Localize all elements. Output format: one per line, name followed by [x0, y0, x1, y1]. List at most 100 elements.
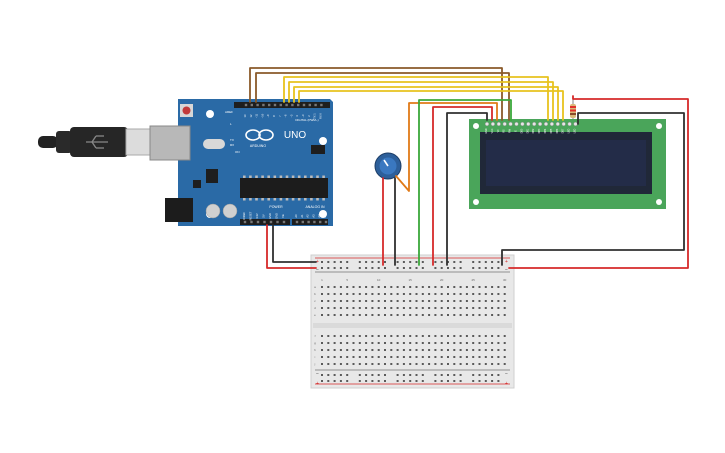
breadboard-hole[interactable]	[409, 314, 412, 316]
breadboard-hole[interactable]	[402, 261, 405, 263]
breadboard-hole[interactable]	[440, 307, 443, 309]
breadboard-hole[interactable]	[453, 380, 456, 382]
header-pin[interactable]	[301, 220, 304, 224]
breadboard-hole[interactable]	[453, 307, 456, 309]
breadboard-hole[interactable]	[346, 307, 349, 309]
breadboard-hole[interactable]	[346, 374, 349, 376]
breadboard-hole[interactable]	[371, 293, 374, 295]
header-pin[interactable]	[243, 220, 247, 224]
breadboard-hole[interactable]	[396, 307, 399, 309]
breadboard-hole[interactable]	[321, 300, 323, 302]
breadboard-hole[interactable]	[339, 349, 342, 351]
breadboard-hole[interactable]	[478, 261, 481, 263]
header-pin[interactable]	[295, 220, 299, 224]
breadboard-hole[interactable]	[402, 293, 405, 295]
breadboard-hole[interactable]	[415, 335, 418, 337]
breadboard-hole[interactable]	[327, 380, 330, 382]
breadboard-hole[interactable]	[478, 342, 481, 344]
breadboard-hole[interactable]	[465, 349, 468, 351]
wire-black[interactable]	[272, 224, 317, 263]
breadboard-hole[interactable]	[346, 363, 349, 365]
breadboard-hole[interactable]	[396, 342, 399, 344]
breadboard-hole[interactable]	[491, 300, 494, 302]
header-pin[interactable]	[256, 103, 259, 107]
breadboard-hole[interactable]	[339, 261, 342, 263]
breadboard-hole[interactable]	[497, 363, 500, 365]
breadboard-hole[interactable]	[434, 363, 437, 365]
breadboard-hole[interactable]	[365, 342, 368, 344]
breadboard-hole[interactable]	[346, 286, 349, 288]
breadboard-hole[interactable]	[428, 307, 431, 309]
breadboard-hole[interactable]	[459, 342, 462, 344]
breadboard-hole[interactable]	[459, 356, 462, 358]
breadboard-hole[interactable]	[358, 307, 361, 309]
breadboard-hole[interactable]	[384, 380, 386, 382]
breadboard-hole[interactable]	[333, 307, 336, 309]
breadboard-hole[interactable]	[478, 267, 481, 269]
breadboard-hole[interactable]	[472, 286, 475, 288]
breadboard-hole[interactable]	[321, 356, 323, 358]
wire-yellow[interactable]	[293, 86, 559, 121]
breadboard-hole[interactable]	[434, 335, 437, 337]
breadboard-hole[interactable]	[377, 349, 380, 351]
breadboard-hole[interactable]	[459, 363, 462, 365]
breadboard-hole[interactable]	[333, 349, 336, 351]
header-pin[interactable]	[279, 103, 282, 107]
breadboard-hole[interactable]	[497, 349, 500, 351]
breadboard-hole[interactable]	[384, 349, 386, 351]
breadboard-hole[interactable]	[358, 286, 361, 288]
breadboard-hole[interactable]	[484, 307, 487, 309]
breadboard-hole[interactable]	[333, 314, 336, 316]
breadboard-hole[interactable]	[459, 374, 462, 376]
breadboard-hole[interactable]	[371, 349, 374, 351]
breadboard-hole[interactable]	[415, 293, 418, 295]
header-pin[interactable]	[313, 220, 316, 224]
breadboard-hole[interactable]	[465, 286, 468, 288]
breadboard-hole[interactable]	[390, 342, 393, 344]
breadboard-hole[interactable]	[377, 374, 380, 376]
breadboard-hole[interactable]	[428, 363, 431, 365]
breadboard-hole[interactable]	[491, 307, 494, 309]
breadboard-hole[interactable]	[339, 363, 342, 365]
breadboard-hole[interactable]	[465, 307, 468, 309]
breadboard-hole[interactable]	[365, 293, 368, 295]
header-pin[interactable]	[250, 220, 253, 224]
breadboard-hole[interactable]	[346, 314, 349, 316]
breadboard-hole[interactable]	[421, 349, 424, 351]
breadboard-hole[interactable]	[358, 293, 361, 295]
breadboard-hole[interactable]	[390, 286, 393, 288]
breadboard-hole[interactable]	[453, 335, 456, 337]
breadboard-hole[interactable]	[321, 342, 323, 344]
breadboard-hole[interactable]	[497, 380, 500, 382]
breadboard-hole[interactable]	[371, 356, 374, 358]
breadboard-hole[interactable]	[415, 363, 418, 365]
breadboard-hole[interactable]	[352, 342, 355, 344]
breadboard-hole[interactable]	[459, 335, 462, 337]
breadboard-hole[interactable]	[484, 293, 487, 295]
lcd-pin[interactable]	[538, 121, 543, 126]
header-pin[interactable]	[324, 220, 328, 224]
breadboard-hole[interactable]	[465, 293, 468, 295]
breadboard-hole[interactable]	[421, 300, 424, 302]
breadboard-hole[interactable]	[339, 380, 342, 382]
breadboard-hole[interactable]	[321, 286, 323, 288]
breadboard-hole[interactable]	[497, 356, 500, 358]
breadboard-hole[interactable]	[503, 342, 506, 344]
breadboard-hole[interactable]	[447, 356, 449, 358]
wire-green[interactable]	[418, 99, 512, 266]
breadboard-hole[interactable]	[472, 342, 475, 344]
breadboard-hole[interactable]	[465, 314, 468, 316]
breadboard-hole[interactable]	[327, 286, 330, 288]
breadboard-hole[interactable]	[333, 267, 336, 269]
breadboard-hole[interactable]	[428, 293, 431, 295]
wire-yellow[interactable]	[298, 90, 564, 121]
lcd-pin[interactable]	[496, 121, 501, 126]
breadboard-hole[interactable]	[453, 300, 456, 302]
breadboard-hole[interactable]	[447, 342, 449, 344]
lcd-pin[interactable]	[532, 121, 537, 126]
breadboard-hole[interactable]	[409, 307, 412, 309]
wire-black[interactable]	[501, 112, 685, 266]
breadboard-hole[interactable]	[371, 374, 374, 376]
breadboard-hole[interactable]	[365, 363, 368, 365]
